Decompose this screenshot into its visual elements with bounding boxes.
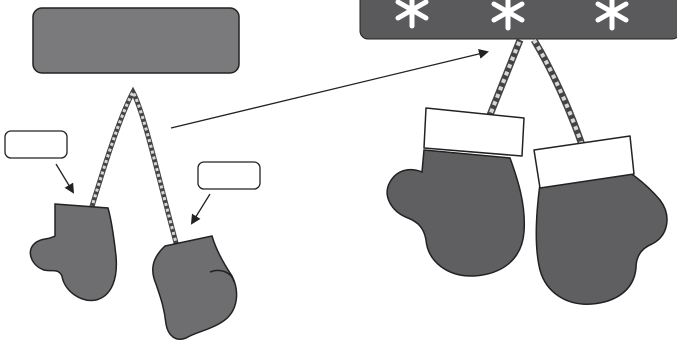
label-right xyxy=(192,162,260,223)
large-mitten-right xyxy=(534,136,667,304)
small-mitten-right xyxy=(153,236,237,339)
large-mitten-left xyxy=(387,108,524,276)
small-mitten-left xyxy=(30,204,116,300)
label-left-arrow xyxy=(56,164,73,192)
label-right-arrow xyxy=(192,194,210,223)
snowflake-banner xyxy=(360,0,677,39)
title-box xyxy=(33,8,239,73)
label-left xyxy=(5,131,73,192)
